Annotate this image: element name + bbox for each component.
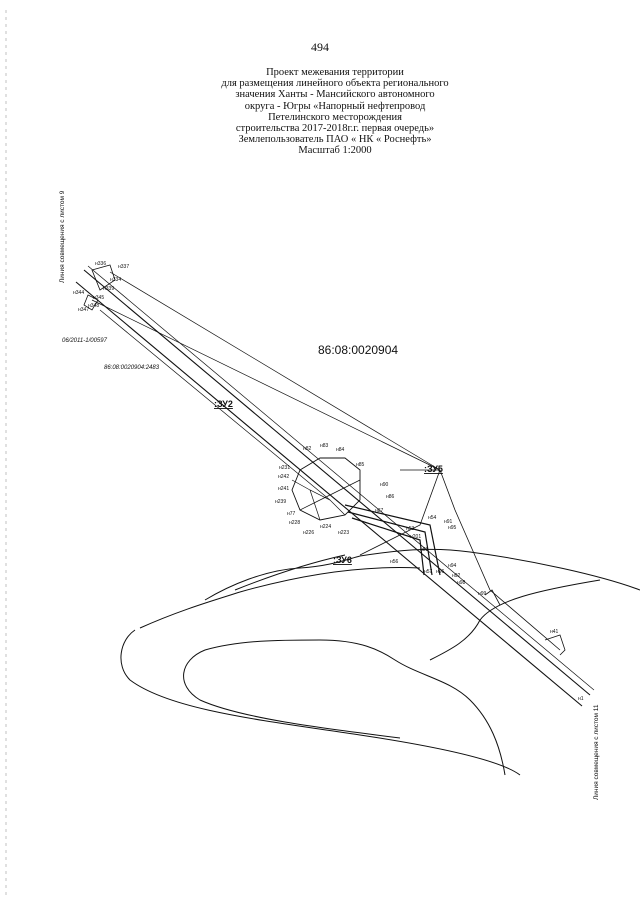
corridor-edge-1 — [83, 269, 591, 696]
left-sheet-note: Линия совмещения с листом 9 — [59, 190, 66, 283]
title-line: Проект межевания территории — [266, 67, 404, 78]
parcel-inner-lines — [291, 479, 361, 521]
zone-label-zu5: :ЗУ5 — [424, 464, 443, 474]
point-label: н241 — [278, 486, 289, 492]
title-line: округа - Югры «Напорный нефтепровод — [244, 100, 426, 112]
point-label: н92 — [452, 573, 461, 579]
point-label: н348 — [88, 303, 99, 309]
point-label: н41 — [550, 629, 559, 635]
point-label: н77 — [287, 511, 296, 517]
title-line: значения Ханты - Мансийского автономного — [235, 89, 435, 101]
cluster-upper-left — [83, 264, 116, 311]
right-parcel-lines — [484, 589, 566, 656]
point-label: н344 — [73, 290, 84, 296]
parcel-number-label: 06/2011-1/00597 — [62, 338, 108, 344]
point-label: н231 — [279, 465, 290, 471]
title-line: Масштаб 1:2000 — [298, 145, 372, 157]
point-label: н226 — [303, 530, 314, 536]
point-label: н94 — [448, 563, 457, 569]
point-label: н242 — [278, 474, 289, 480]
title-line: строительства 2017-2018г.г. первая очере… — [235, 123, 435, 135]
point-label: н99 — [478, 591, 487, 597]
point-label: н224 — [320, 524, 331, 530]
point-label: н84 — [336, 447, 345, 453]
point-label: н53 — [406, 526, 415, 532]
point-label: н91 — [444, 519, 453, 525]
sheet-title: Проект межевания территории для размещен… — [190, 67, 480, 157]
title-line: Землепользователь ПАО « НК « Роснефть» — [238, 134, 432, 146]
point-label: н336 — [95, 261, 106, 267]
zu5-boundary — [359, 469, 561, 651]
point-label: н223 — [338, 530, 349, 536]
page-number: 494 — [311, 40, 329, 54]
point-label: н339 — [103, 286, 114, 292]
point-label: н86 — [386, 494, 395, 500]
title-line: для размещения линейного объекта региона… — [221, 78, 449, 90]
river-bank-right — [429, 579, 601, 661]
pipe-corridor — [344, 504, 441, 576]
aux-line-1 — [109, 271, 441, 471]
point-label: н57 — [424, 569, 433, 575]
corridor-edge-3 — [87, 265, 595, 691]
parcel-number-label: 86:08:0020904:2483 — [104, 365, 160, 371]
point-label: н98 — [457, 580, 466, 586]
zone-label-zu6: :ЗУ6 — [333, 555, 352, 565]
point-label: н58 — [420, 547, 429, 553]
point-label: н96 — [436, 569, 445, 575]
river-bank-outer — [359, 548, 640, 591]
river-contour — [139, 554, 361, 629]
point-label: н54 — [428, 515, 437, 521]
right-sheet-note: Линия совмещения с листом 11 — [593, 704, 600, 800]
point-label: н337 — [118, 264, 129, 270]
title-line: Петелинского месторождения — [268, 111, 402, 123]
corridor-edge-2 — [75, 281, 583, 707]
point-label: н90 — [380, 482, 389, 488]
point-label: н1 — [578, 696, 584, 702]
cadastral-block-label: 86:08:0020904 — [318, 343, 398, 357]
point-label: н347 — [78, 307, 89, 313]
point-label: н83 — [320, 443, 329, 449]
point-label: н345 — [93, 295, 104, 301]
river-bank-inner — [183, 566, 506, 776]
point-label: н228 — [289, 520, 300, 526]
zone-label-zu2: :ЗУ2 — [214, 399, 233, 409]
point-label: н82 — [303, 446, 312, 452]
point-label: н201 — [410, 534, 421, 540]
river-bank-left — [120, 629, 521, 776]
point-label: н239 — [275, 499, 286, 505]
point-label: н334 — [110, 277, 121, 283]
point-label: н87 — [375, 508, 384, 514]
parcel-polygon — [291, 457, 361, 521]
point-label: н85 — [356, 462, 365, 468]
aux-line-2 — [91, 299, 441, 471]
point-label: н56 — [390, 559, 399, 565]
point-label: н95 — [448, 525, 457, 531]
aux-line-3 — [99, 309, 331, 501]
